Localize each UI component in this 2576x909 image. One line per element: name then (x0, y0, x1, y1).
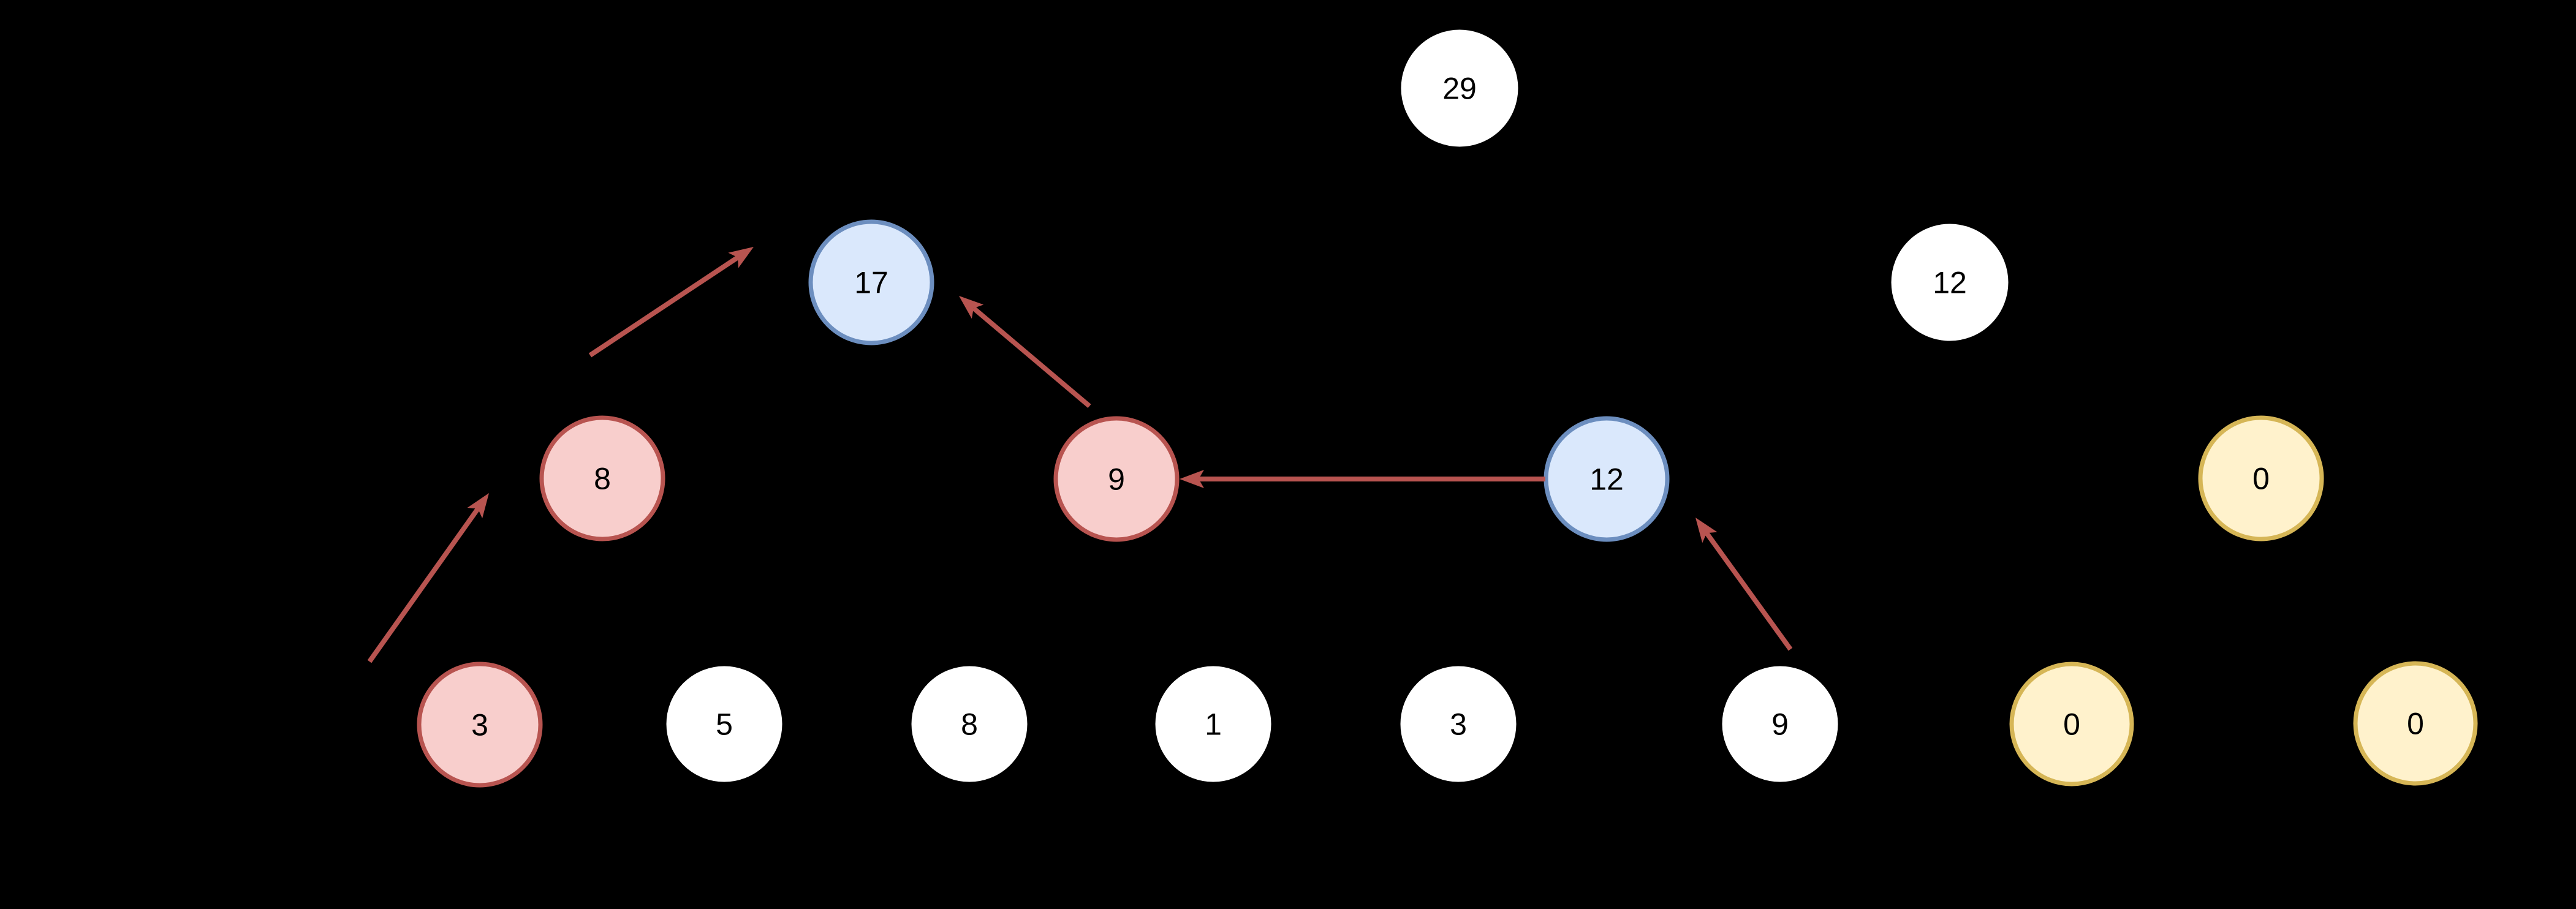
tree-node-l3-0: 0 (2198, 415, 2324, 541)
arrow-from-node-8-to-node-17 (588, 247, 754, 358)
arrow-from-node-8-to-node-17-head (728, 247, 754, 268)
tree-edge-root-29-l2-12 (1458, 86, 1951, 285)
tree-node-leaf-3a: 3 (417, 662, 543, 788)
tree-node-label-l3-8: 8 (594, 462, 611, 496)
tree-node-l2-17: 17 (808, 219, 934, 345)
tree-node-label-leaf-9: 9 (1771, 707, 1789, 742)
tree-node-circle-l3-0 (2198, 415, 2324, 541)
tree-node-circle-leaf-0b (2353, 661, 2478, 786)
arrow-from-node-9-to-node-17-head (959, 296, 984, 319)
tree-node-leaf-1: 1 (1151, 662, 1276, 786)
tree-node-leaf-8: 8 (907, 662, 1032, 786)
tree-node-l3-9: 9 (1053, 416, 1180, 542)
tree-node-circle-leaf-9 (1718, 662, 1843, 786)
tree-node-label-l2-17: 17 (854, 266, 888, 300)
tree-node-l3-12: 12 (1544, 416, 1670, 542)
tree-node-leaf-0a: 0 (2009, 662, 2134, 786)
tree-node-circle-l2-17 (808, 219, 934, 345)
tree-node-leaf-0b: 0 (2353, 661, 2478, 786)
tree-node-circle-leaf-0a (2009, 662, 2134, 786)
arrow-from-leaf-9-to-node-12 (1695, 518, 1793, 651)
arrow-from-node-9-to-node-17-shaft (972, 306, 1091, 409)
arrow-from-node-9-to-node-17 (959, 296, 1091, 409)
tree-node-label-leaf-1: 1 (1205, 707, 1222, 742)
arrow-from-leaf-3-to-node-8 (367, 493, 489, 663)
arrow-from-leaf-3-to-node-8-shaft (367, 507, 480, 663)
tree-node-root-29: 29 (1396, 25, 1523, 151)
tree-node-label-l2-12: 12 (1933, 266, 1967, 300)
tree-edge-root-29-l2-17 (870, 86, 1461, 285)
tree-node-l3-8: 8 (539, 415, 665, 541)
arrow-from-node-12-to-node-9 (1180, 470, 1545, 488)
tree-node-circle-root-29 (1396, 25, 1523, 151)
tree-node-l2-12: 12 (1887, 219, 2013, 345)
tree-node-label-l3-9: 9 (1108, 462, 1125, 497)
tree-node-leaf-3b: 3 (1396, 662, 1521, 786)
tree-node-circle-l3-9 (1053, 416, 1180, 542)
tree-node-circle-leaf-3a (417, 662, 543, 788)
tree-node-label-leaf-0b: 0 (2407, 707, 2424, 741)
tree-node-circle-l2-12 (1887, 219, 2013, 345)
tree-node-circle-leaf-1 (1151, 662, 1276, 786)
tree-node-circle-l3-12 (1544, 416, 1670, 542)
arrow-from-leaf-9-to-node-12-shaft (1705, 531, 1793, 651)
tree-node-label-leaf-0a: 0 (2063, 707, 2080, 742)
tree-node-circle-leaf-5 (662, 662, 787, 786)
tree-edge-l2-12-l3-12 (1605, 280, 1951, 481)
arrow-from-node-12-to-node-9-head (1180, 470, 1204, 488)
tree-node-label-l3-0: 0 (2252, 462, 2270, 496)
query-arrows-layer (367, 247, 1793, 663)
tree-node-circle-leaf-8 (907, 662, 1032, 786)
tree-node-label-leaf-5: 5 (716, 707, 733, 742)
arrow-from-node-8-to-node-17-shaft (588, 255, 740, 358)
tree-node-label-leaf-8: 8 (961, 707, 978, 742)
arrow-from-leaf-9-to-node-12-head (1695, 518, 1718, 543)
arrow-from-leaf-3-to-node-8-head (467, 493, 489, 519)
tree-node-label-leaf-3a: 3 (471, 708, 488, 742)
tree-node-label-root-29: 29 (1442, 72, 1477, 106)
tree-node-label-l3-12: 12 (1589, 462, 1624, 497)
tree-node-circle-leaf-3b (1396, 662, 1521, 786)
tree-node-leaf-9: 9 (1718, 662, 1843, 786)
tree-nodes-layer: 29 17 12 8 9 12 0 3 5 8 1 3 9 0 0 (417, 25, 2478, 788)
tree-node-leaf-5: 5 (662, 662, 787, 786)
tree-node-circle-l3-8 (539, 415, 665, 541)
tree-node-label-leaf-3b: 3 (1450, 707, 1467, 742)
